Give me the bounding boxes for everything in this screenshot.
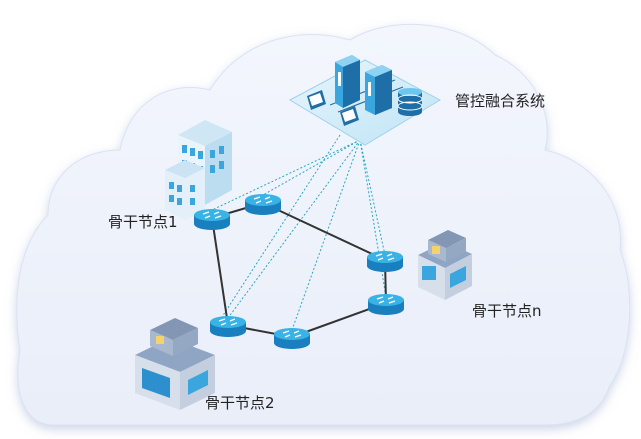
router-icon (193, 208, 231, 231)
control-system-platform (288, 55, 442, 146)
node-n-label: 骨干节点n (472, 302, 542, 320)
router-icon (366, 250, 404, 273)
node-1-label: 骨干节点1 (108, 213, 178, 231)
office-building-icon (165, 120, 232, 220)
monitor-icon (307, 90, 326, 110)
monitor-icon (340, 106, 359, 126)
shop-building-icon (418, 230, 472, 300)
router-icon (273, 327, 311, 350)
database-icon (397, 88, 423, 116)
router-icon (244, 193, 282, 216)
router-icon (367, 293, 405, 316)
shop-building-icon (135, 318, 215, 410)
control-system-label: 管控融合系统 (455, 92, 545, 110)
node-2-label: 骨干节点2 (205, 394, 275, 412)
router-icon (209, 315, 247, 338)
server-icon (335, 55, 360, 108)
server-icon (365, 65, 392, 115)
